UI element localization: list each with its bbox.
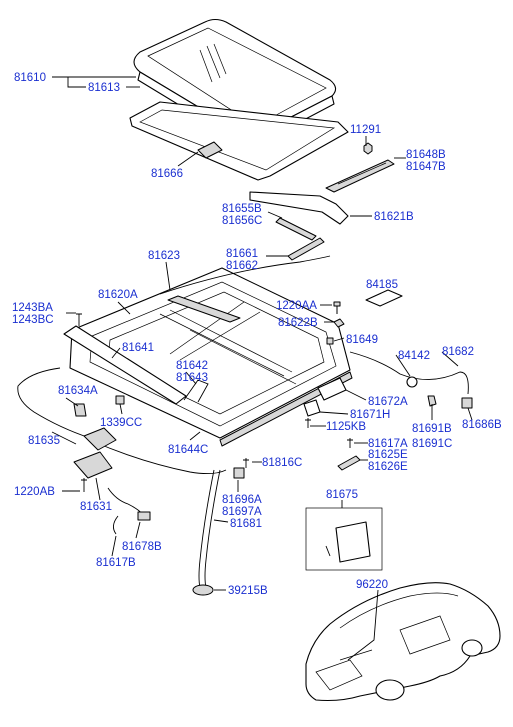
bolt-81617A	[347, 438, 353, 448]
label-81647B: 81647B	[406, 161, 446, 173]
part-labels: 81610 81613 11291 81648B 81647B 81666 81…	[12, 72, 502, 597]
front-trim-81641	[63, 325, 187, 405]
label-81610: 81610	[14, 72, 46, 84]
screw-81649	[326, 337, 334, 345]
label-11291: 11291	[350, 124, 381, 136]
label-96220: 96220	[356, 579, 388, 591]
label-39215B: 39215B	[228, 585, 268, 597]
label-81661: 81661	[226, 248, 258, 260]
sunroof-motor	[73, 427, 117, 492]
clip-81691B	[427, 395, 437, 407]
label-81613: 81613	[88, 82, 120, 94]
label-81686B: 81686B	[462, 419, 502, 431]
label-81621B: 81621B	[374, 211, 414, 223]
screw-81816C	[243, 458, 249, 468]
label-81691C: 81691C	[412, 438, 452, 450]
guide-81621B	[249, 191, 349, 225]
kit-wire-81675	[325, 545, 331, 557]
drain-hose-81681	[198, 469, 215, 589]
label-81656C: 81656C	[222, 215, 262, 227]
grommet-84142	[406, 376, 418, 388]
label-81641: 81641	[122, 342, 154, 354]
bracket-81642	[183, 379, 209, 403]
label-81623: 81623	[148, 250, 180, 262]
label-81626E: 81626E	[368, 461, 408, 473]
label-81635: 81635	[28, 435, 60, 447]
label-81671H: 81671H	[350, 409, 390, 421]
label-81634A: 81634A	[58, 385, 98, 397]
label-81620A: 81620A	[98, 289, 138, 301]
label-81816C: 81816C	[262, 457, 302, 469]
leader-lines	[51, 76, 473, 661]
label-81631: 81631	[80, 501, 112, 513]
pad-84185	[365, 289, 403, 307]
label-81625E: 81625E	[368, 449, 408, 461]
label-1339CC: 1339CC	[100, 417, 142, 429]
label-81682: 81682	[442, 346, 474, 358]
clip-81625E	[337, 455, 361, 471]
label-84185: 84185	[366, 279, 398, 291]
drain-hose-81682	[349, 351, 469, 395]
cable-81623	[159, 255, 331, 295]
label-81617A: 81617A	[368, 438, 408, 450]
label-81642: 81642	[176, 360, 208, 372]
label-1125KB: 1125KB	[326, 421, 366, 433]
vehicle-outline	[305, 582, 501, 702]
label-81655B: 81655B	[222, 203, 262, 215]
kit-item-81675	[335, 521, 371, 563]
harness-81635	[89, 439, 227, 475]
label-81644C: 81644C	[168, 444, 208, 456]
label-81691B: 81691B	[412, 423, 452, 435]
screw-1243BA	[76, 313, 82, 326]
clip-81622B	[333, 318, 345, 328]
label-81672A: 81672A	[368, 396, 408, 408]
grommet-39215B	[192, 584, 214, 596]
kit-box-81675	[305, 507, 383, 571]
label-81622B: 81622B	[278, 317, 318, 329]
label-81662: 81662	[226, 260, 258, 272]
wire-81617B	[113, 515, 119, 535]
label-1220AA: 1220AA	[276, 300, 317, 312]
clip-81634A	[73, 403, 87, 417]
label-81649: 81649	[346, 334, 378, 346]
bolt-1125KB	[305, 418, 311, 428]
label-81643: 81643	[176, 372, 208, 384]
label-1220AB: 1220AB	[14, 486, 55, 498]
label-81697A: 81697A	[222, 506, 262, 518]
label-81681: 81681	[230, 518, 262, 530]
label-81648B: 81648B	[406, 149, 446, 161]
screw-1339CC	[115, 395, 125, 405]
screw-1220AA	[333, 301, 341, 314]
label-81617B: 81617B	[96, 557, 136, 569]
sunshade-panel	[129, 101, 349, 181]
grommet-81686B	[461, 397, 473, 409]
drain-hose-81681-outer	[204, 469, 221, 589]
label-81675: 81675	[326, 489, 358, 501]
rail-81661	[287, 237, 325, 261]
label-81696A: 81696A	[222, 494, 262, 506]
label-81666: 81666	[151, 168, 183, 180]
connector-81678B	[137, 511, 151, 521]
label-81678B: 81678B	[122, 541, 162, 553]
label-1243BA: 1243BA	[12, 302, 53, 314]
bolt-11291	[363, 142, 373, 155]
clip-81696A	[233, 467, 245, 479]
sunroof-glass-panel	[133, 18, 337, 136]
deflector-rail	[325, 159, 395, 193]
rail-81655B	[275, 217, 317, 241]
drain-hose-81635	[17, 367, 91, 439]
label-84142: 84142	[398, 350, 430, 362]
label-1243BC: 1243BC	[12, 314, 54, 326]
